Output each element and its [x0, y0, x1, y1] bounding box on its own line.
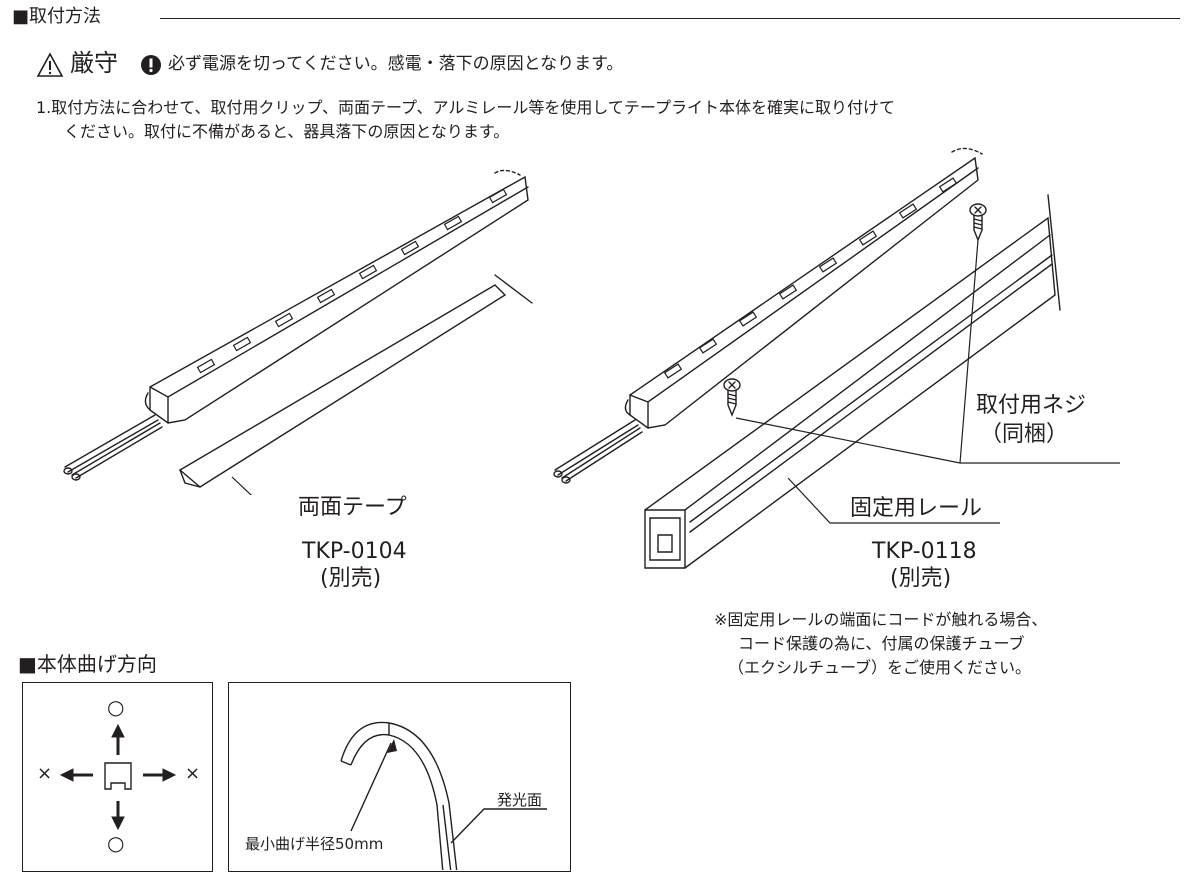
tape-install-illustration: [63, 169, 533, 495]
bend-radius-box: 最小曲げ半径50mm 発光面: [228, 682, 571, 872]
instruction-line-2: ください。取付に不備があると、器具落下の原因となります。: [64, 122, 510, 141]
rail-caution-line-1: ※固定用レールの端面にコードが触れる場合、: [714, 610, 1048, 629]
tape-name: 両面テープ: [298, 495, 407, 520]
section-heading-install: ■取付方法: [12, 6, 102, 27]
section-heading-bend: ■本体曲げ方向: [18, 652, 157, 676]
rail-code: TKP-0118: [872, 539, 977, 564]
rail-note: (別売): [890, 566, 952, 591]
rail-install-illustration: [553, 147, 1120, 569]
ok-mark-top: ○: [107, 695, 125, 719]
warning-label: 厳守: [70, 49, 118, 77]
rail-name: 固定用レール: [850, 496, 983, 521]
screw-label: 取付用ネジ: [976, 393, 1087, 418]
ng-mark-left: ×: [37, 763, 53, 784]
direction-arrows: [59, 723, 177, 831]
ok-mark-bottom: ○: [107, 831, 125, 855]
ng-mark-right: ×: [185, 763, 201, 784]
bend-direction-box: ○ ○ × ×: [22, 682, 213, 872]
heading-rule: [160, 18, 1180, 19]
instruction-line-1: 1.取付方法に合わせて、取付用クリップ、両面テープ、アルミレール等を使用してテー…: [36, 98, 895, 117]
min-bend-radius-label: 最小曲げ半径50mm: [245, 835, 384, 853]
warning-text: 必ず電源を切ってください。感電・落下の原因となります。: [168, 54, 624, 74]
emit-surface-label: 発光面: [497, 791, 543, 809]
bend-radius-illustration: [340, 721, 547, 870]
screw-note: （同梱）: [980, 422, 1069, 447]
rail-caution-line-2: コード保護の為に、付属の保護チューブ: [738, 634, 1025, 653]
rail-caution-line-3: （エクシルチューブ）をご使用ください。: [728, 658, 1032, 677]
tape-note: (別売): [320, 566, 382, 591]
exclamation-circle-icon: [141, 55, 161, 75]
tape-code: TKP-0104: [302, 539, 407, 564]
warning-triangle-icon: [36, 52, 64, 77]
profile-section-icon: [104, 762, 132, 790]
